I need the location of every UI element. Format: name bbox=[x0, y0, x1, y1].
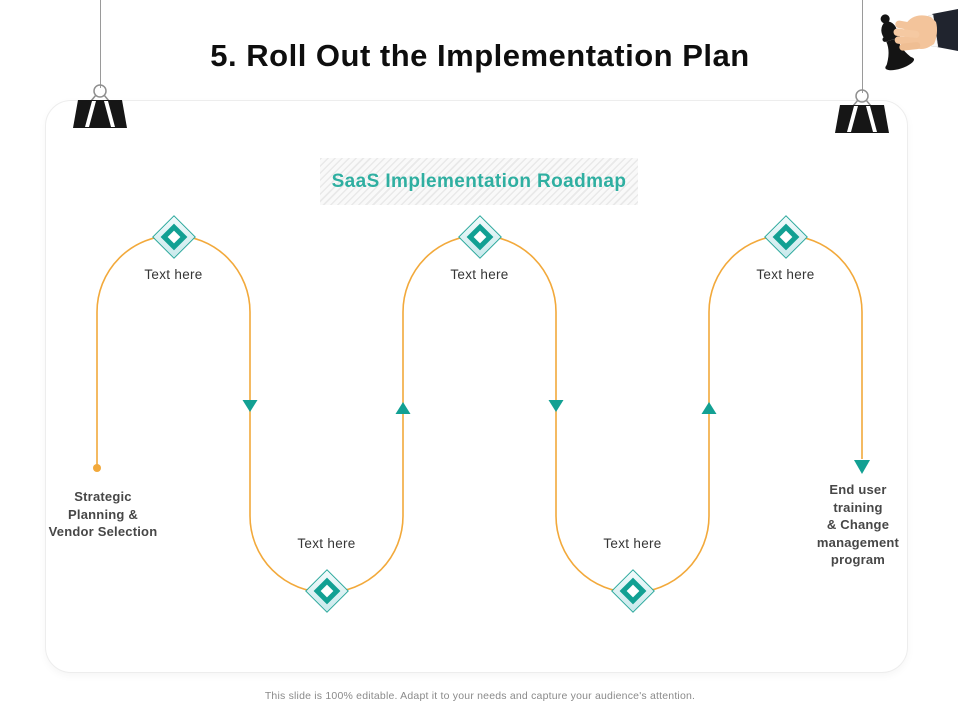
milestone-label: Text here bbox=[144, 267, 203, 282]
roadmap-banner: SaaS Implementation Roadmap bbox=[320, 158, 638, 205]
end-label-line: management bbox=[816, 534, 900, 550]
hanging-string-left bbox=[100, 0, 101, 88]
milestone-label: Text here bbox=[297, 536, 356, 551]
arrow-down-icon bbox=[548, 400, 564, 412]
end-label: End user training & Change management pr… bbox=[807, 481, 909, 569]
start-label: Strategic Planning & Vendor Selection bbox=[49, 488, 158, 541]
arrow-down-icon bbox=[854, 460, 870, 474]
hand-holding-chess-piece-icon bbox=[880, 9, 958, 71]
start-label-line: Strategic bbox=[74, 489, 132, 504]
diamond-core bbox=[313, 577, 340, 605]
arrow-down-icon bbox=[242, 400, 258, 412]
milestone-label: Text here bbox=[450, 267, 509, 282]
start-label-line: Vendor Selection bbox=[48, 524, 158, 539]
footer-note: This slide is 100% editable. Adapt it to… bbox=[264, 690, 696, 702]
binder-clip-icon bbox=[73, 84, 127, 128]
slide-title: 5. Roll Out the Implementation Plan bbox=[210, 38, 750, 73]
end-label-line: program bbox=[830, 552, 886, 567]
arrow-up-icon bbox=[395, 402, 411, 414]
diamond-core bbox=[160, 223, 187, 251]
milestone-label: Text here bbox=[603, 536, 662, 551]
binder-clip-icon bbox=[835, 89, 889, 133]
milestone-label: Text here bbox=[756, 267, 815, 282]
arrow-up-icon bbox=[701, 402, 717, 414]
start-label-line: Planning & bbox=[68, 506, 138, 522]
hanging-string-right bbox=[862, 0, 863, 93]
diamond-core bbox=[772, 223, 799, 251]
roadmap-banner-title: SaaS Implementation Roadmap bbox=[331, 170, 627, 192]
path-start-dot bbox=[93, 464, 101, 472]
end-label-line: End user training bbox=[829, 482, 887, 515]
end-label-line: & Change bbox=[826, 517, 890, 532]
diamond-core bbox=[619, 577, 646, 605]
diamond-core bbox=[466, 223, 493, 251]
roadmap-curve bbox=[96, 234, 863, 594]
